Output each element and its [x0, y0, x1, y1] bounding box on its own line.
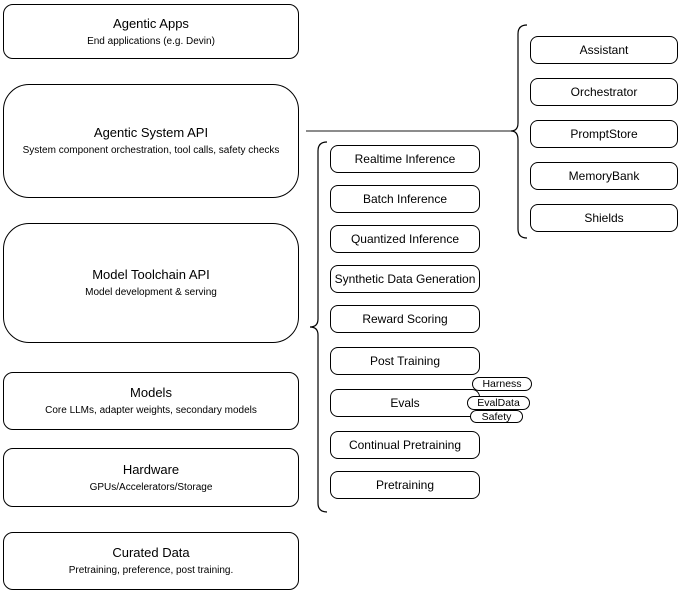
- node-agentic-apps: Agentic Apps End applications (e.g. Devi…: [3, 4, 299, 59]
- node-label: Reward Scoring: [362, 312, 448, 326]
- node-label: Synthetic Data Generation: [334, 272, 476, 286]
- node-models: Models Core LLMs, adapter weights, secon…: [3, 372, 299, 430]
- node-model-toolchain-api: Model Toolchain API Model development & …: [3, 223, 299, 343]
- node-hardware: Hardware GPUs/Accelerators/Storage: [3, 448, 299, 507]
- node-orchestrator: Orchestrator: [530, 78, 678, 106]
- node-subtitle: GPUs/Accelerators/Storage: [89, 481, 213, 493]
- node-title: Agentic Apps: [113, 15, 189, 31]
- node-label: Orchestrator: [570, 85, 638, 99]
- node-shields: Shields: [530, 204, 678, 232]
- node-label: PromptStore: [570, 127, 638, 141]
- node-assistant: Assistant: [530, 36, 678, 64]
- node-continual-pretraining: Continual Pretraining: [330, 431, 480, 459]
- node-synthetic-data-generation: Synthetic Data Generation: [330, 265, 480, 293]
- node-title: Models: [130, 385, 172, 400]
- pill-safety: Safety: [470, 410, 523, 423]
- node-agentic-system-api: Agentic System API System component orch…: [3, 84, 299, 198]
- node-memorybank: MemoryBank: [530, 162, 678, 190]
- node-post-training: Post Training: [330, 347, 480, 375]
- pill-harness: Harness: [472, 377, 532, 391]
- node-title: Agentic System API: [93, 125, 209, 140]
- node-evals: Evals: [330, 389, 480, 417]
- node-promptstore: PromptStore: [530, 120, 678, 148]
- node-title: Curated Data: [112, 545, 190, 560]
- node-pretraining: Pretraining: [330, 471, 480, 499]
- system-components-brace: [510, 24, 528, 239]
- node-reward-scoring: Reward Scoring: [330, 305, 480, 333]
- node-subtitle: Model development & serving: [85, 287, 217, 298]
- node-realtime-inference: Realtime Inference: [330, 145, 480, 173]
- node-label: Realtime Inference: [354, 152, 456, 166]
- node-title: Model Toolchain API: [92, 267, 210, 282]
- node-label: Shields: [584, 211, 624, 225]
- node-subtitle: Core LLMs, adapter weights, secondary mo…: [45, 405, 257, 416]
- pill-label: Harness: [482, 378, 522, 390]
- node-quantized-inference: Quantized Inference: [330, 225, 480, 253]
- toolchain-brace: [309, 141, 328, 513]
- node-label: Evals: [390, 396, 420, 410]
- node-label: Quantized Inference: [350, 232, 460, 246]
- pill-label: EvalData: [477, 397, 520, 409]
- node-label: Post Training: [369, 354, 441, 368]
- node-subtitle: System component orchestration, tool cal…: [22, 145, 280, 156]
- node-label: MemoryBank: [568, 169, 640, 183]
- node-label: Batch Inference: [362, 192, 448, 206]
- node-title: Hardware: [122, 461, 180, 477]
- pill-label: Safety: [481, 410, 512, 423]
- node-subtitle: End applications (e.g. Devin): [87, 35, 215, 47]
- node-label: Assistant: [579, 43, 629, 57]
- node-label: Continual Pretraining: [348, 438, 462, 452]
- node-batch-inference: Batch Inference: [330, 185, 480, 213]
- node-subtitle: Pretraining, preference, post training.: [68, 565, 234, 576]
- pill-evaldata: EvalData: [467, 396, 530, 410]
- node-curated-data: Curated Data Pretraining, preference, po…: [3, 532, 299, 590]
- node-label: Pretraining: [375, 478, 435, 492]
